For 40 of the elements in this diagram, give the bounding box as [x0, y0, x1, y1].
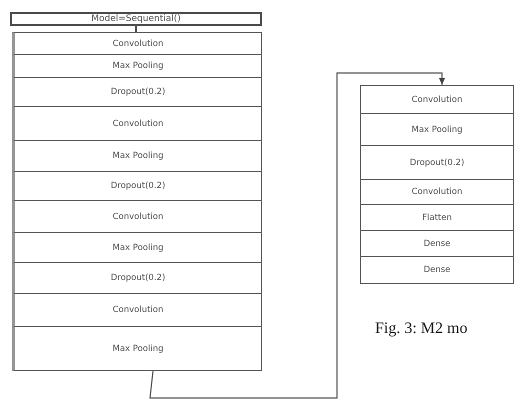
- layer-box: [360, 145, 514, 180]
- layer-label: Max Pooling: [112, 344, 164, 354]
- layer-box: [12, 200, 262, 233]
- layer-box: [12, 54, 262, 78]
- model-box: [10, 12, 262, 26]
- layer-label: Dropout(0.2): [110, 181, 166, 191]
- layer-label: Model=Sequential(): [91, 14, 181, 24]
- layer-box: [360, 179, 514, 205]
- layer-label: Dense: [424, 238, 450, 248]
- layer-label: Max Pooling: [112, 151, 164, 161]
- connector-arrow: [149, 72, 445, 399]
- layer-label: Max Pooling: [112, 61, 164, 71]
- layer-box: [360, 113, 514, 146]
- layer-label: Dropout(0.2): [110, 273, 166, 283]
- layer-box: [12, 32, 262, 55]
- layer-box: [12, 232, 262, 263]
- layer-label: Convolution: [412, 94, 462, 104]
- layer-box: [12, 140, 262, 172]
- layer-label: Flatten: [422, 212, 452, 222]
- layer-label: Max Pooling: [411, 124, 462, 134]
- layer-label: Convolution: [112, 118, 164, 128]
- layer-box: [360, 256, 514, 284]
- layer-box: [12, 77, 262, 107]
- layer-label: Max Pooling: [112, 242, 164, 252]
- layer-label: Convolution: [412, 187, 462, 197]
- layer-box: [12, 106, 262, 141]
- layer-label: Convolution: [112, 305, 164, 315]
- layer-label: Dense: [424, 265, 450, 275]
- layer-box: [12, 262, 262, 294]
- layer-box: [12, 293, 262, 327]
- layer-label: Dropout(0.2): [110, 87, 166, 97]
- layer-label: Convolution: [112, 38, 164, 48]
- layer-box: [360, 85, 514, 114]
- layer-box: [360, 230, 514, 257]
- layer-label: Dropout(0.2): [410, 158, 464, 168]
- layer-box: [12, 171, 262, 201]
- layer-box: [360, 204, 514, 231]
- layer-box: [12, 326, 262, 371]
- figure-caption: Fig. 3: M2 mo: [375, 320, 468, 338]
- layer-label: Convolution: [112, 212, 164, 222]
